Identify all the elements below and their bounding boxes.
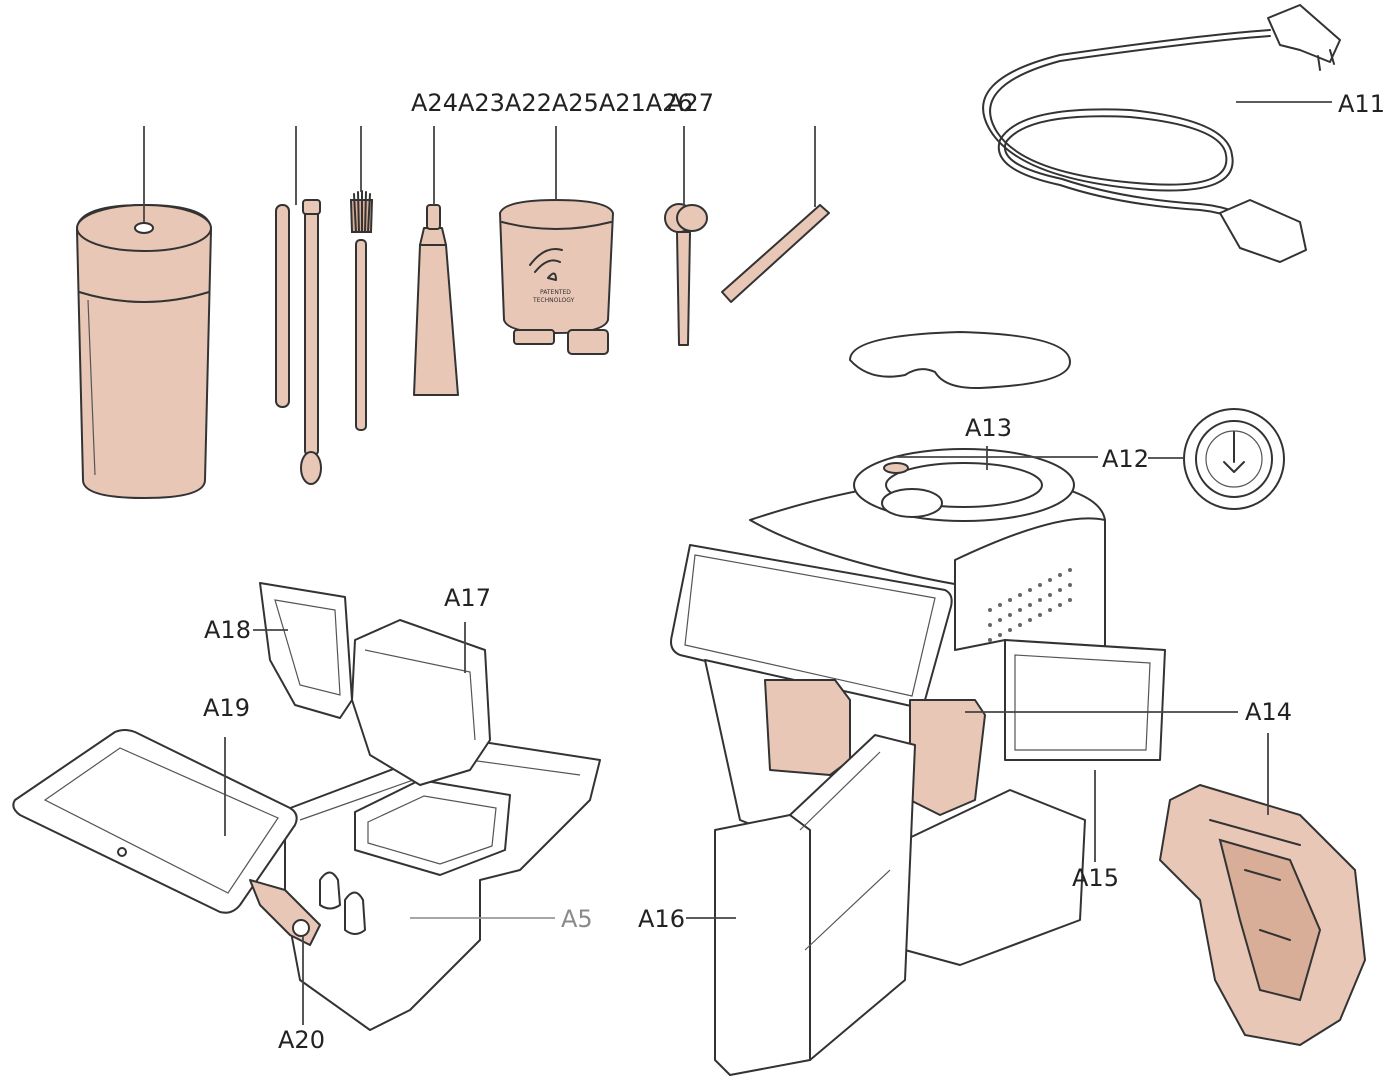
cleaning-rod-tube [275, 126, 297, 408]
milk-container [76, 126, 212, 499]
label-a14: A14 [1245, 698, 1292, 726]
cleaning-pin [300, 199, 322, 485]
power-cord [982, 4, 1341, 263]
grease-tube [413, 126, 459, 396]
drip-tray-assembly [12, 582, 601, 1031]
bean-hopper-lid [849, 331, 1071, 390]
test-strip [721, 126, 830, 303]
brew-unit [1159, 733, 1366, 1046]
label-a20: A20 [278, 1026, 325, 1054]
measuring-spoon [664, 126, 708, 346]
label-a5: A5 [561, 905, 593, 933]
grind-knob-detail [1148, 408, 1285, 510]
coffee-machine [670, 446, 1238, 1076]
label-a18: A18 [204, 616, 251, 644]
svg-text:PATENTED: PATENTED [540, 289, 571, 296]
label-a27: A27 [667, 89, 714, 117]
label-a19: A19 [203, 694, 250, 722]
water-filter: PATENTED TECHNOLOGY [499, 126, 614, 355]
cleaning-brush [349, 126, 374, 431]
label-top-group: A24A23A22A25A21A26 [411, 89, 693, 117]
label-a16: A16 [638, 905, 685, 933]
label-a11: A11 [1338, 90, 1385, 118]
label-a13: A13 [965, 414, 1012, 442]
label-a15: A15 [1072, 864, 1119, 892]
svg-text:TECHNOLOGY: TECHNOLOGY [532, 297, 575, 304]
label-a17: A17 [444, 584, 491, 612]
label-a12: A12 [1102, 445, 1149, 473]
